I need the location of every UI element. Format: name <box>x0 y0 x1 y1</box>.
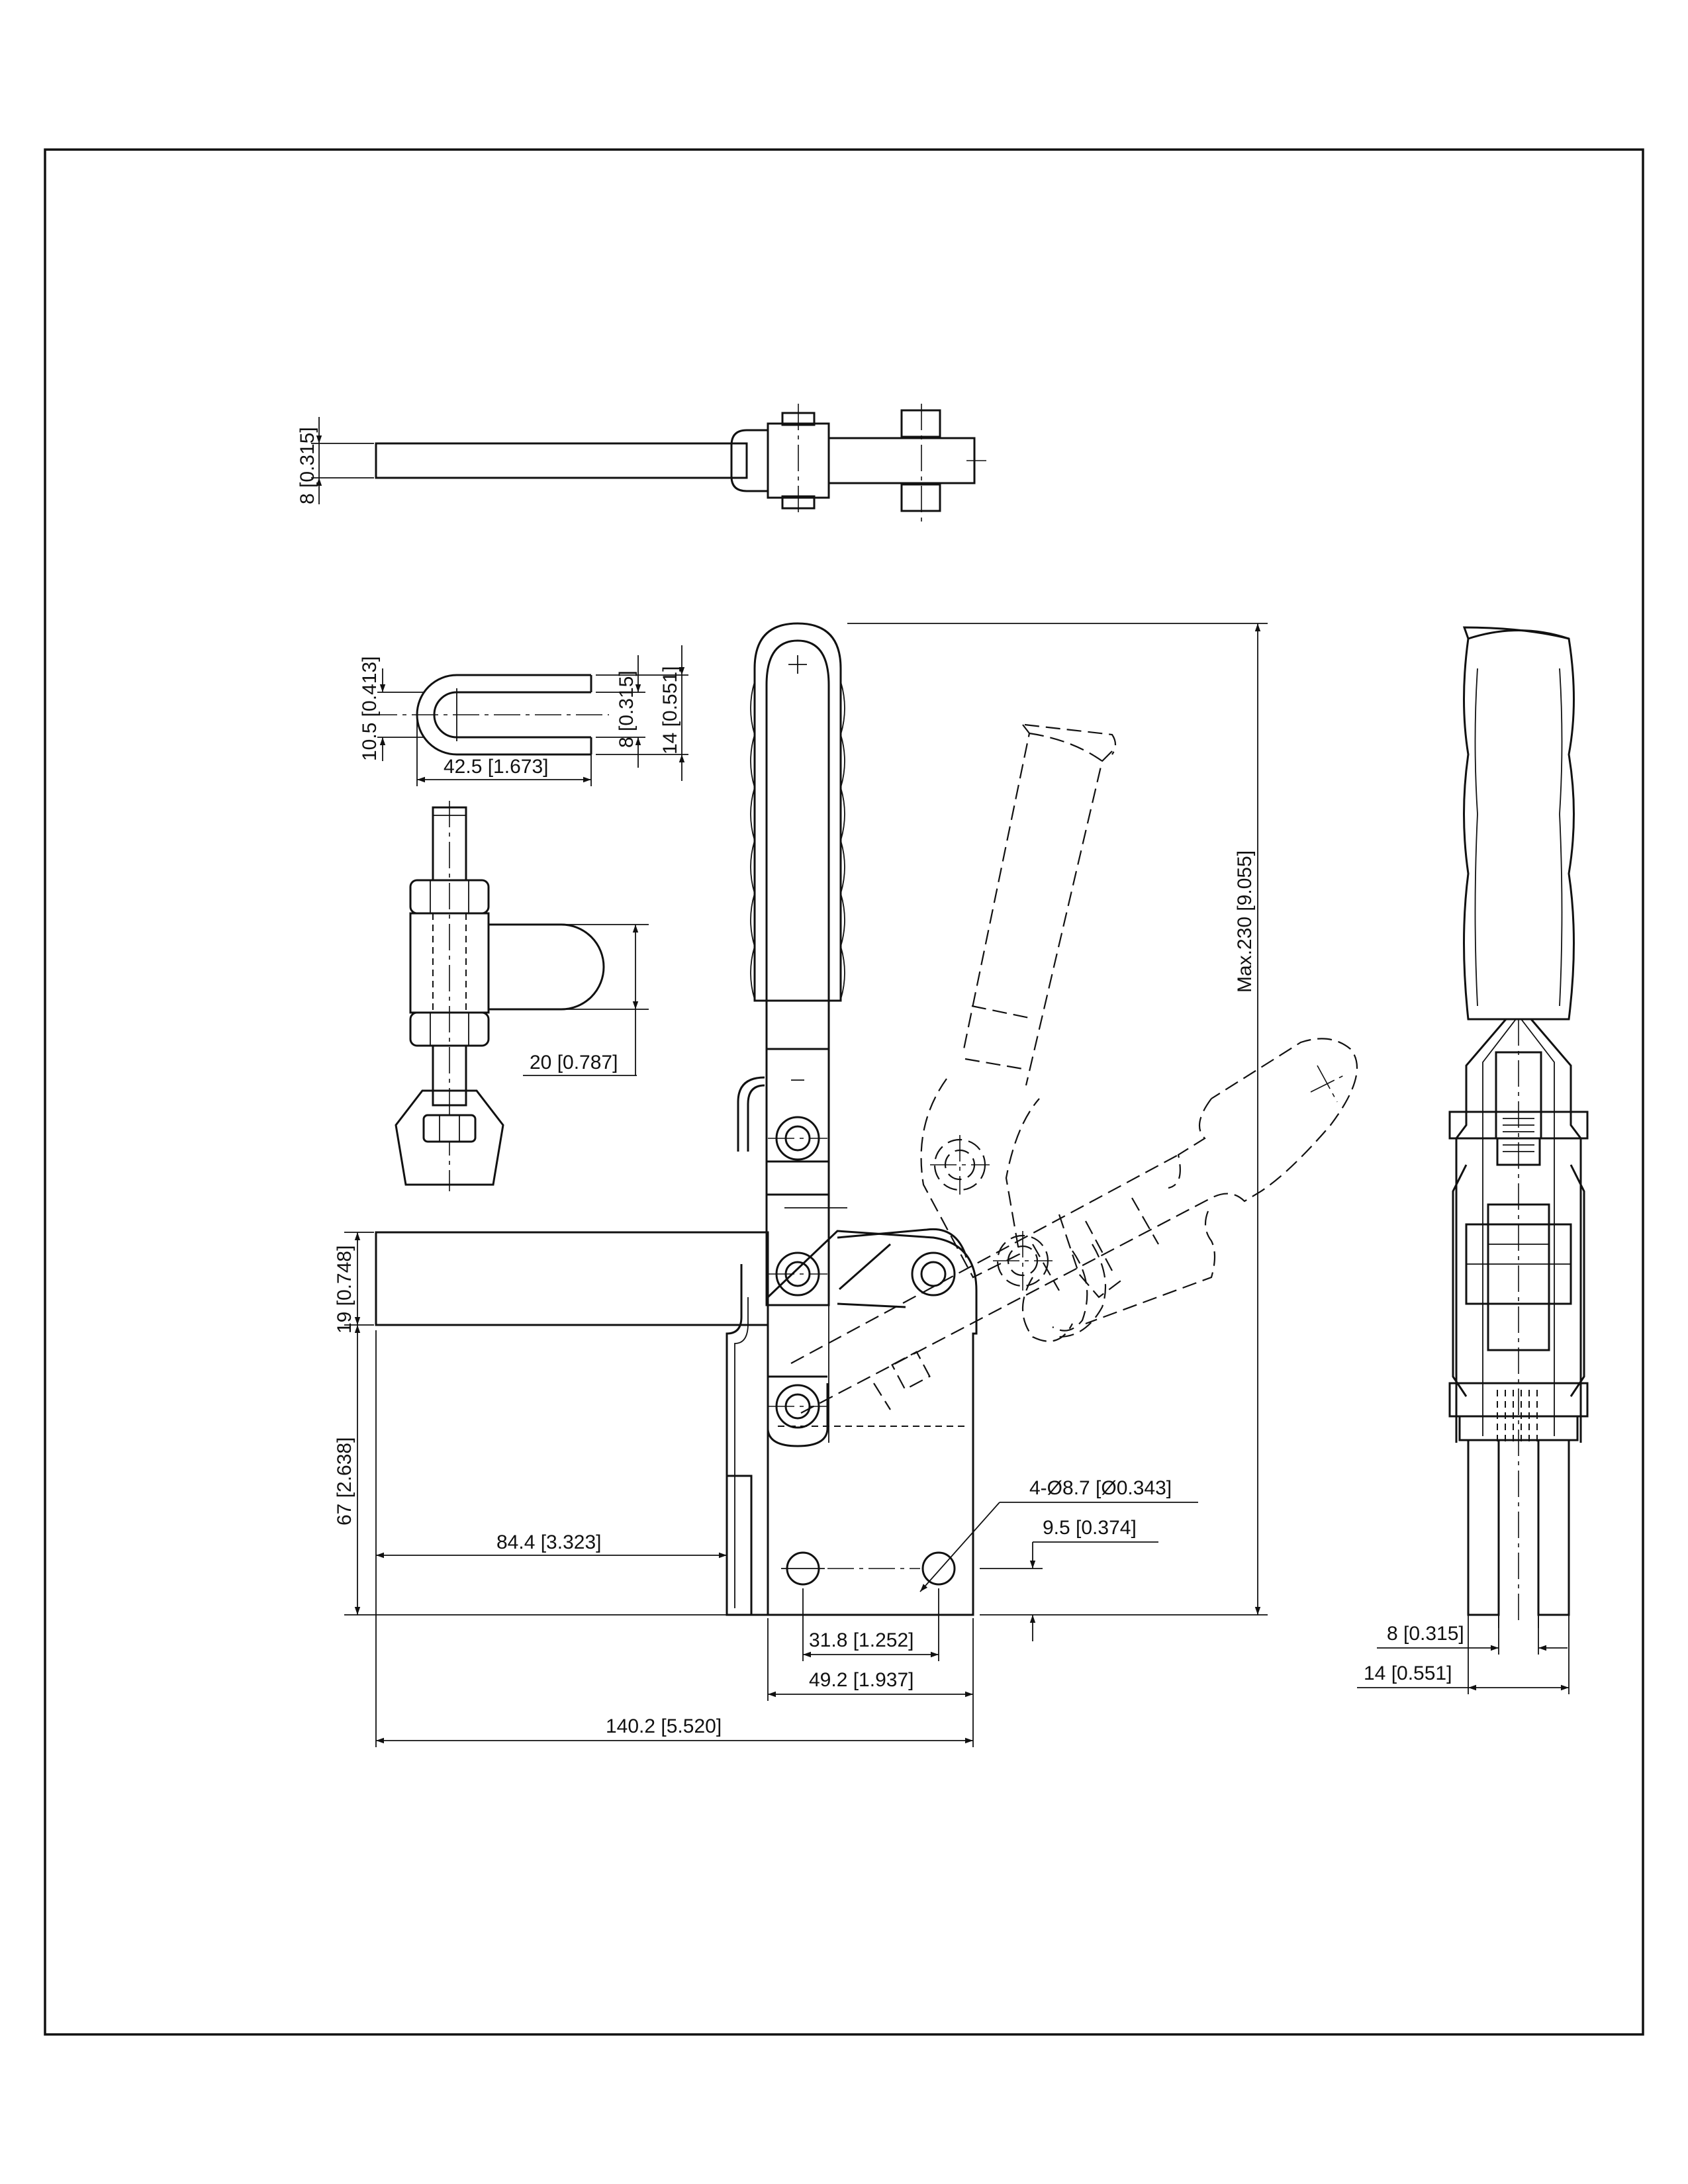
front-view-dimensions: Max.230 [9.055] 19 [0.748] 67 [2.638] 84… <box>334 623 1268 1747</box>
dim-holes: 4-Ø8.7 [Ø0.343] <box>1029 1477 1172 1499</box>
dim-max-height: Max.230 [9.055] <box>1234 850 1256 993</box>
side-handle-grip <box>1462 626 1575 1021</box>
pivot-upper <box>768 1116 827 1161</box>
dim-side-slot: 8 [0.315] <box>1387 1623 1464 1645</box>
dim-base-width: 49.2 [1.937] <box>809 1669 914 1691</box>
dim-overall-length: 140.2 [5.520] <box>606 1715 722 1737</box>
dim-cutout-length: 42.5 [1.673] <box>444 756 548 778</box>
body-plate <box>767 1230 978 1616</box>
dim-hole-spacing: 31.8 [1.252] <box>809 1629 914 1651</box>
mount-hole-left <box>781 1551 825 1586</box>
front-view: Max.230 [9.055] 19 [0.748] 67 [2.638] 84… <box>334 622 1358 1747</box>
pivot-middle <box>768 1251 827 1297</box>
pivot-right <box>911 1251 956 1297</box>
dim-top-thickness: 8 [0.315] <box>297 427 318 504</box>
spindle-arm <box>375 1231 769 1326</box>
phantom-handle-tilted <box>790 1038 1358 1414</box>
dim-cutout-bar: 14 [0.551] <box>659 666 681 754</box>
handle-grip <box>753 622 842 1002</box>
phantom-handle-open <box>920 723 1117 1279</box>
dim-hole-edge: 9.5 [0.374] <box>1043 1517 1137 1539</box>
dim-spindle-offset: 20 [0.787] <box>530 1052 618 1073</box>
top-view: 8 [0.315] <box>297 404 986 523</box>
sheet-border <box>44 148 1644 2036</box>
dim-cutout-slot: 8 [0.315] <box>616 670 637 748</box>
dim-cutout-width: 10.5 [0.413] <box>359 657 381 761</box>
dim-arm-reach: 84.4 [3.323] <box>496 1531 601 1553</box>
mount-hole-right <box>921 1551 956 1586</box>
pivot-lower <box>768 1384 827 1429</box>
spindle-detail: 20 [0.787] <box>395 801 649 1191</box>
dim-arm-height: 19 [0.748] <box>334 1246 355 1334</box>
dim-side-width: 14 [0.551] <box>1364 1662 1452 1684</box>
cutout-detail: 10.5 [0.413] 42.5 [1.673] 8 [0.315] 14 [… <box>359 645 688 786</box>
side-view: 8 [0.315] 14 [0.551] <box>1357 626 1589 1694</box>
dim-spindle-height: 67 [2.638] <box>334 1437 355 1525</box>
